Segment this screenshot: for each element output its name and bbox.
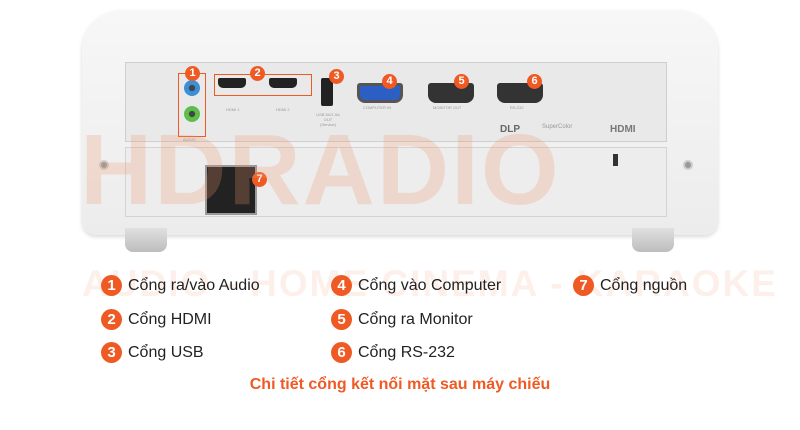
legend-label: Cổng RS-232 bbox=[358, 343, 455, 361]
legend-label: Cổng ra Monitor bbox=[358, 310, 473, 328]
legend-label: Cổng ra/vào Audio bbox=[128, 276, 260, 294]
caption: Chi tiết cổng kết nối mặt sau máy chiếu bbox=[249, 376, 551, 393]
screw-icon bbox=[99, 160, 109, 170]
dlp-logo: DLP bbox=[500, 124, 520, 135]
legend-item: 2 Cổng HDMI bbox=[101, 309, 212, 330]
audio-out-jack bbox=[184, 106, 200, 122]
legend-number: 3 bbox=[101, 342, 122, 363]
badge-2: 2 bbox=[250, 66, 265, 81]
legend-number: 7 bbox=[573, 275, 594, 296]
legend-number: 2 bbox=[101, 309, 122, 330]
rs232-label: RS-232 bbox=[510, 105, 524, 110]
audio-port-label: AUDIO bbox=[183, 137, 196, 142]
legend-item: 1 Cổng ra/vào Audio bbox=[101, 275, 260, 296]
audio-in-jack bbox=[184, 80, 200, 96]
power-socket bbox=[205, 165, 257, 215]
badge-6: 6 bbox=[527, 74, 542, 89]
legend-item: 7 Cổng nguồn bbox=[573, 275, 687, 296]
badge-1: 1 bbox=[185, 66, 200, 81]
projector-foot-left bbox=[125, 228, 167, 252]
hdmi-1-port bbox=[218, 78, 246, 88]
legend-item: 4 Cổng vào Computer bbox=[331, 275, 501, 296]
hdmi-logo: HDMI bbox=[610, 124, 636, 135]
hdmi-2-label: HDMI 2 bbox=[276, 107, 290, 112]
legend-label: Cổng nguồn bbox=[600, 276, 688, 294]
legend-number: 6 bbox=[331, 342, 352, 363]
legend-item: 6 Cổng RS-232 bbox=[331, 342, 455, 363]
hdmi-1-label: HDMI 1 bbox=[226, 107, 240, 112]
usb-port bbox=[321, 78, 333, 106]
legend-label: Cổng USB bbox=[128, 343, 204, 361]
legend-item: 5 Cổng ra Monitor bbox=[331, 309, 473, 330]
legend-number: 5 bbox=[331, 309, 352, 330]
watermark-brand: HDRADIO bbox=[80, 114, 561, 226]
computer-in-vga-port bbox=[357, 83, 403, 103]
legend-item: 3 Cổng USB bbox=[101, 342, 204, 363]
badge-7: 7 bbox=[252, 172, 267, 187]
supercolor-logo: SuperColor bbox=[542, 124, 573, 130]
badge-3: 3 bbox=[329, 69, 344, 84]
projector-foot-right bbox=[632, 228, 674, 252]
badge-5: 5 bbox=[454, 74, 469, 89]
legend-number: 1 bbox=[101, 275, 122, 296]
kensington-lock-slot bbox=[613, 154, 618, 166]
screw-icon bbox=[683, 160, 693, 170]
legend-label: Cổng HDMI bbox=[128, 310, 212, 328]
hdmi-2-port bbox=[269, 78, 297, 88]
badge-4: 4 bbox=[382, 74, 397, 89]
watermark-tagline: AUDIO - HOME CINEMA - KARAOKE bbox=[82, 263, 778, 304]
legend-number: 4 bbox=[331, 275, 352, 296]
monitor-out-label: MONITOR OUT bbox=[433, 105, 462, 110]
usb-label: USB 5V/1.5A OUT (Service) bbox=[316, 112, 340, 127]
computer-in-label: COMPUTER IN bbox=[363, 105, 391, 110]
legend-label: Cổng vào Computer bbox=[358, 276, 502, 294]
